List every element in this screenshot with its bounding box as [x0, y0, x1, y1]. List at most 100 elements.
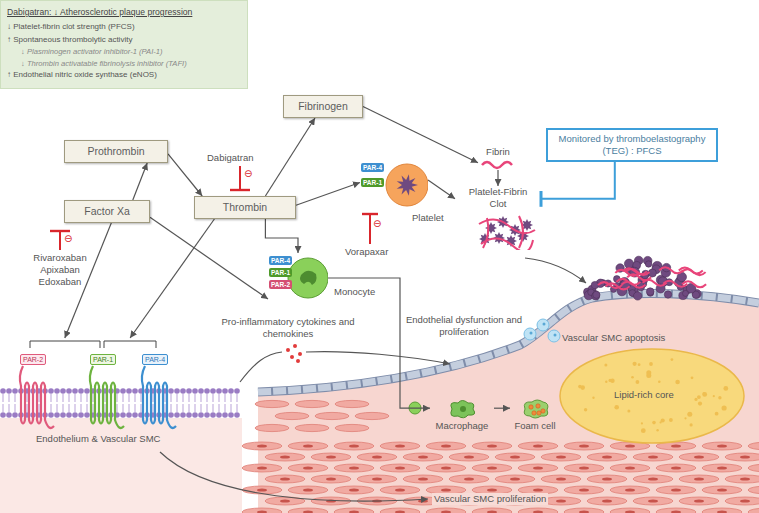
lipid-head — [192, 412, 198, 418]
smooth-muscle-cell — [335, 424, 369, 431]
lipid-tail — [9, 394, 10, 402]
smooth-muscle-cell — [403, 453, 443, 461]
fibrin-strand — [682, 269, 706, 275]
smc-nucleus — [487, 510, 497, 513]
smc-nucleus — [717, 466, 727, 469]
lipid-head — [132, 388, 138, 394]
smooth-muscle-cell — [610, 464, 650, 472]
lipid-head — [72, 412, 78, 418]
par-receptor — [20, 366, 54, 428]
lipid-droplet — [532, 411, 536, 415]
lipid-tail — [195, 394, 196, 402]
bracket — [30, 341, 100, 348]
smooth-muscle-cell — [449, 475, 489, 483]
lipid-head — [180, 412, 186, 418]
lipid-tail — [135, 394, 136, 402]
smooth-muscle-cell — [334, 508, 374, 513]
smooth-muscle-cell — [518, 442, 558, 450]
arrow-connector — [363, 107, 478, 163]
lipid-tail — [219, 394, 220, 402]
smooth-muscle-cell — [426, 442, 466, 450]
lipid-tail — [57, 404, 58, 412]
smc-nucleus — [257, 488, 267, 491]
lipid-droplet — [529, 405, 533, 409]
lipid-head — [12, 412, 18, 418]
lipid-head — [12, 388, 18, 394]
panel-text: ↓ Platelet-fibrin clot strength (PFCS) — [7, 21, 241, 34]
smooth-muscle-cell — [334, 464, 374, 472]
lipid-head — [186, 388, 192, 394]
arrow-connector — [497, 170, 498, 186]
node-label: Fibrinogen — [288, 100, 358, 113]
smooth-muscle-cell — [541, 475, 581, 483]
smc-nucleus — [464, 477, 474, 480]
smc-nucleus — [625, 466, 635, 469]
smooth-muscle-cell — [518, 464, 558, 472]
smc-nucleus — [303, 466, 313, 469]
smc-nucleus — [487, 444, 497, 447]
clot-platelet — [593, 291, 600, 298]
lipid-tail — [195, 404, 196, 412]
lipid-tail — [213, 394, 214, 402]
lipid-droplet — [684, 417, 686, 419]
apoptotic-cell — [548, 330, 560, 342]
arrow-connector — [150, 217, 268, 299]
lipid-tail — [135, 404, 136, 412]
clot-platelet — [634, 292, 642, 300]
summary-panel: Dabigatran: ↓ Atherosclerotic plaque pro… — [0, 0, 248, 89]
lipid-tail — [213, 404, 214, 412]
smc-nucleus — [326, 477, 336, 480]
lipid-droplet — [633, 362, 637, 366]
fibrin-strand — [616, 279, 640, 285]
smc-nucleus — [533, 444, 543, 447]
smc-nucleus — [349, 488, 359, 491]
lipid-head — [168, 388, 174, 394]
smc-nucleus — [510, 455, 520, 458]
smc-nucleus — [694, 455, 704, 458]
smooth-muscle-cell — [275, 412, 309, 419]
proliferation-arrow — [160, 452, 428, 501]
lipid-head — [6, 412, 12, 418]
lipid-head — [78, 412, 84, 418]
smc-nucleus — [579, 488, 589, 491]
receptor-tag: PAR-1 — [269, 268, 292, 277]
smc-nucleus — [671, 488, 681, 491]
lipid-head — [0, 388, 6, 394]
lipid-tail — [105, 404, 106, 412]
monocyte-body — [288, 258, 328, 298]
panel-text: Dabigatran: ↓ Atherosclerotic plaque pro… — [7, 6, 241, 19]
panel-text: ↓ Thrombin activatable fibrinolysis inhi… — [7, 58, 241, 70]
smc-nucleus — [625, 510, 635, 513]
smc-nucleus — [441, 510, 451, 513]
smc-nucleus — [349, 466, 359, 469]
lipid-head — [204, 412, 210, 418]
smooth-muscle-cell — [633, 475, 673, 483]
smc-nucleus — [533, 488, 543, 491]
lipid-head — [198, 412, 204, 418]
lipid-tail — [219, 404, 220, 412]
smc-nucleus — [579, 466, 589, 469]
cytoplasm — [0, 418, 242, 513]
fibrin-strand — [626, 269, 650, 275]
smc-nucleus — [533, 510, 543, 513]
arrow-connector — [328, 278, 430, 408]
lipid-head — [120, 388, 126, 394]
receptor-tag: PAR-1 — [361, 178, 384, 187]
smooth-muscle-cell — [748, 464, 759, 472]
lipid-tail — [63, 394, 64, 402]
clot-platelet — [645, 261, 651, 267]
lipid-tail — [153, 404, 154, 412]
platelet-granule — [485, 222, 497, 234]
lipid-droplet — [718, 396, 721, 399]
smc-nucleus — [717, 444, 727, 447]
lipid-droplet — [649, 362, 653, 366]
lipid-droplet — [578, 385, 582, 389]
lipid-head — [234, 388, 240, 394]
smc-nucleus — [579, 510, 589, 513]
arrow-connector — [265, 118, 315, 196]
node-label: Monocyte — [334, 286, 375, 298]
process-box: Fibrinogen — [283, 95, 363, 118]
lipid-tail — [201, 394, 202, 402]
platelet-granule — [397, 174, 418, 196]
smc-nucleus — [280, 455, 290, 458]
